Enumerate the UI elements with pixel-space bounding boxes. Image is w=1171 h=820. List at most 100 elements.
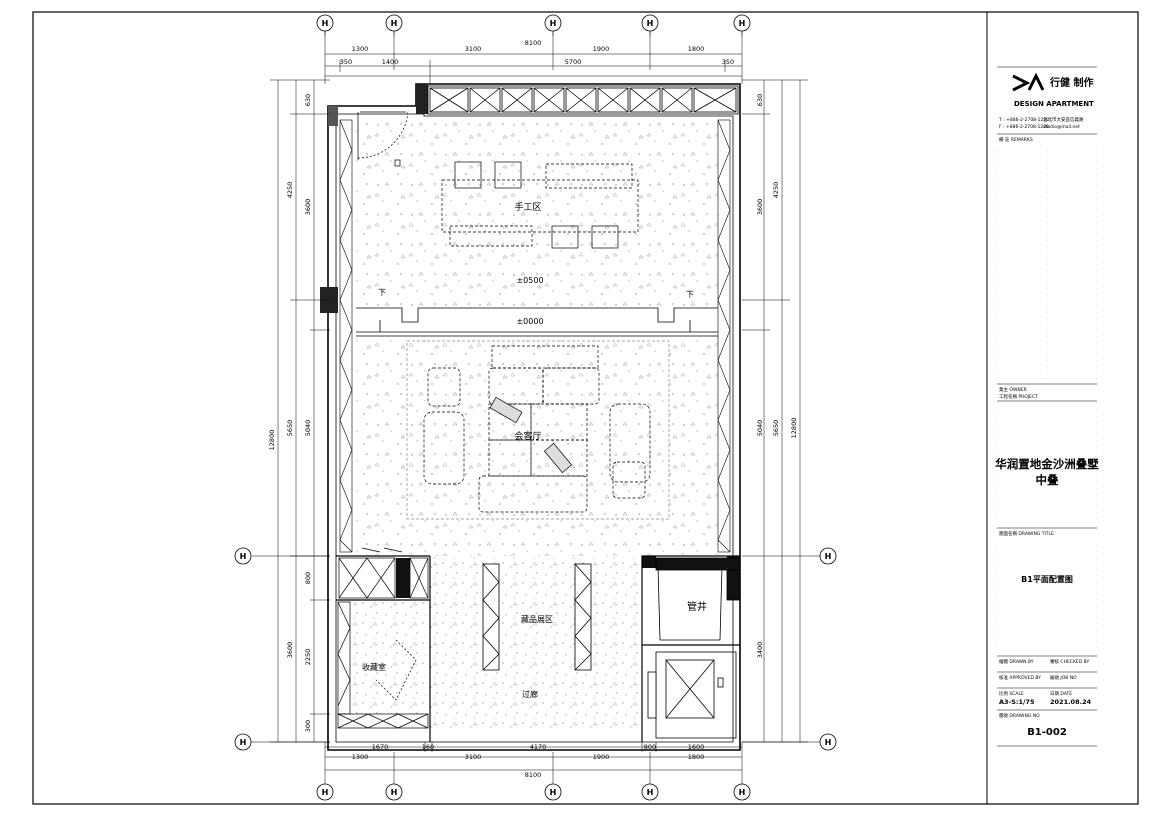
dim-bottom-160: 160 (422, 743, 434, 751)
floor-gallery-hatch (430, 556, 642, 728)
dim-top-1800: 1800 (688, 45, 705, 53)
dim-top-1400: 1400 (382, 58, 399, 66)
dim-right-5650: 5650 (772, 420, 780, 437)
dim-right-3400: 3400 (756, 642, 764, 659)
svg-text:H: H (825, 552, 832, 561)
sheet-border (32, 11, 1139, 805)
svg-text:H: H (240, 738, 247, 747)
scale-label: 比例 SCALE (999, 690, 1024, 697)
svg-text:H: H (391, 19, 398, 28)
column (642, 556, 656, 568)
owner-label: 業主 OWNER (999, 386, 1027, 393)
dim-top-350-right: 350 (722, 58, 734, 66)
dim-bottom-4170: 4170 (530, 743, 547, 751)
dim-left-300: 300 (304, 720, 312, 732)
remarks-label: 備 註 REMARKS (999, 136, 1033, 143)
display-shelves (482, 563, 592, 671)
dim-top-1900: 1900 (593, 45, 610, 53)
grid-bubble-bottom: H (641, 783, 659, 801)
dim-left-2250: 2250 (304, 649, 312, 666)
dim-bottom-1600: 1600 (688, 743, 705, 751)
label-step-down-left: 下 (378, 288, 386, 297)
svg-text:H: H (550, 788, 557, 797)
dim-left-12800: 12800 (268, 430, 276, 451)
drawing-title-label: 圖面名稱 DRAWING TITLE (999, 530, 1054, 537)
dim-left-4250: 4250 (286, 182, 294, 199)
dim-bottom-3100: 3100 (465, 753, 482, 761)
grid-bubble-top: H (641, 14, 659, 32)
lower-walls (336, 555, 740, 742)
dimension-lines (252, 30, 822, 792)
scale-value: A3-S:1/75 (999, 698, 1035, 706)
floor-upper-hatch (356, 118, 718, 306)
brand-logo-icon (1012, 72, 1045, 92)
dim-bottom-1800: 1800 (688, 753, 705, 761)
grid-bubble-left: H (234, 733, 252, 751)
svg-text:H: H (739, 19, 746, 28)
svg-text:H: H (240, 552, 247, 561)
label-meeting-hall: 会客厅 (514, 430, 541, 442)
dim-right-5040: 5040 (756, 420, 764, 437)
grid-bubble-top: H (733, 14, 751, 32)
label-craft-area: 手工区 (514, 201, 541, 213)
contact-email: studio@mail.net (1043, 124, 1080, 130)
date-label: 日期 DATE (1050, 691, 1072, 697)
project-label: 工程名稱 PROJECT (999, 393, 1038, 400)
lower-left-cabinets (337, 547, 429, 729)
craft-table (441, 161, 639, 249)
job-no-label: 編號 JOB NO (1050, 674, 1077, 681)
svg-text:H: H (322, 788, 329, 797)
dim-left-3600: 3600 (304, 199, 312, 216)
dim-right-4250: 4250 (772, 182, 780, 199)
grid-bubble-bottom: H (316, 783, 334, 801)
dim-bottom-1670: 1670 (372, 743, 389, 751)
top-window-cabinets (427, 85, 739, 115)
label-level-lower: ±0000 (516, 317, 543, 326)
level-step (356, 307, 718, 337)
dim-right-12800: 12800 (790, 418, 798, 439)
dim-left-5040: 5040 (304, 420, 312, 437)
grid-bubble-bottom: H (544, 783, 562, 801)
svg-text:H: H (647, 788, 654, 797)
floor-hall-hatch (356, 336, 718, 556)
column (416, 84, 428, 114)
living-furniture (406, 340, 670, 520)
grid-bubbles: H H H H H H H H H H H H H H (234, 14, 837, 801)
grid-bubble-right: H (819, 547, 837, 565)
grid-bubble-right: H (819, 733, 837, 751)
dim-top-1300: 1300 (352, 45, 369, 53)
contact-address: 台北市大安區信義路 (1043, 116, 1084, 123)
label-collection-display: 藏品展区 (521, 614, 553, 624)
svg-text:H: H (322, 19, 329, 28)
contact-tel: T : +886-2-2708-1222 (998, 117, 1049, 123)
column (396, 558, 410, 598)
dim-top-5700: 5700 (565, 58, 582, 66)
dim-right-3600: 3600 (756, 199, 764, 216)
label-storage-room: 收藏室 (362, 662, 386, 672)
dim-bottom-1900: 1900 (593, 753, 610, 761)
floor-storage-hatch (352, 602, 426, 714)
entry-door (357, 109, 409, 167)
drawing-number: B1-002 (1027, 727, 1067, 738)
grid-bubble-top: H (544, 14, 562, 32)
elevator (647, 651, 737, 739)
label-step-down-right: 下 (686, 290, 694, 299)
brand-cn: 行健 制作 (1049, 76, 1093, 89)
dim-top-350-left: 350 (340, 58, 352, 66)
drawn-by-label: 繪圖 DRAWN BY (999, 658, 1034, 665)
label-level-upper: ±0500 (516, 276, 543, 285)
svg-text:H: H (647, 19, 654, 28)
label-corridor: 过廊 (522, 689, 538, 699)
label-pipe-shaft: 管井 (687, 600, 707, 613)
svg-text:H: H (391, 788, 398, 797)
dim-left-800: 800 (304, 572, 312, 584)
svg-text:H: H (550, 19, 557, 28)
dim-left-5650: 5650 (286, 420, 294, 437)
checked-by-label: 審核 CHECKED BY (1050, 658, 1089, 665)
dim-top-3100: 3100 (465, 45, 482, 53)
contact-fax: F : +886-2-2708-1228 (999, 124, 1049, 130)
grid-bubble-bottom: H (385, 783, 403, 801)
dim-bottom-total: 8100 (525, 771, 542, 779)
dim-right-630: 630 (756, 94, 764, 106)
project-name-line2: 中叠 (1036, 473, 1059, 487)
